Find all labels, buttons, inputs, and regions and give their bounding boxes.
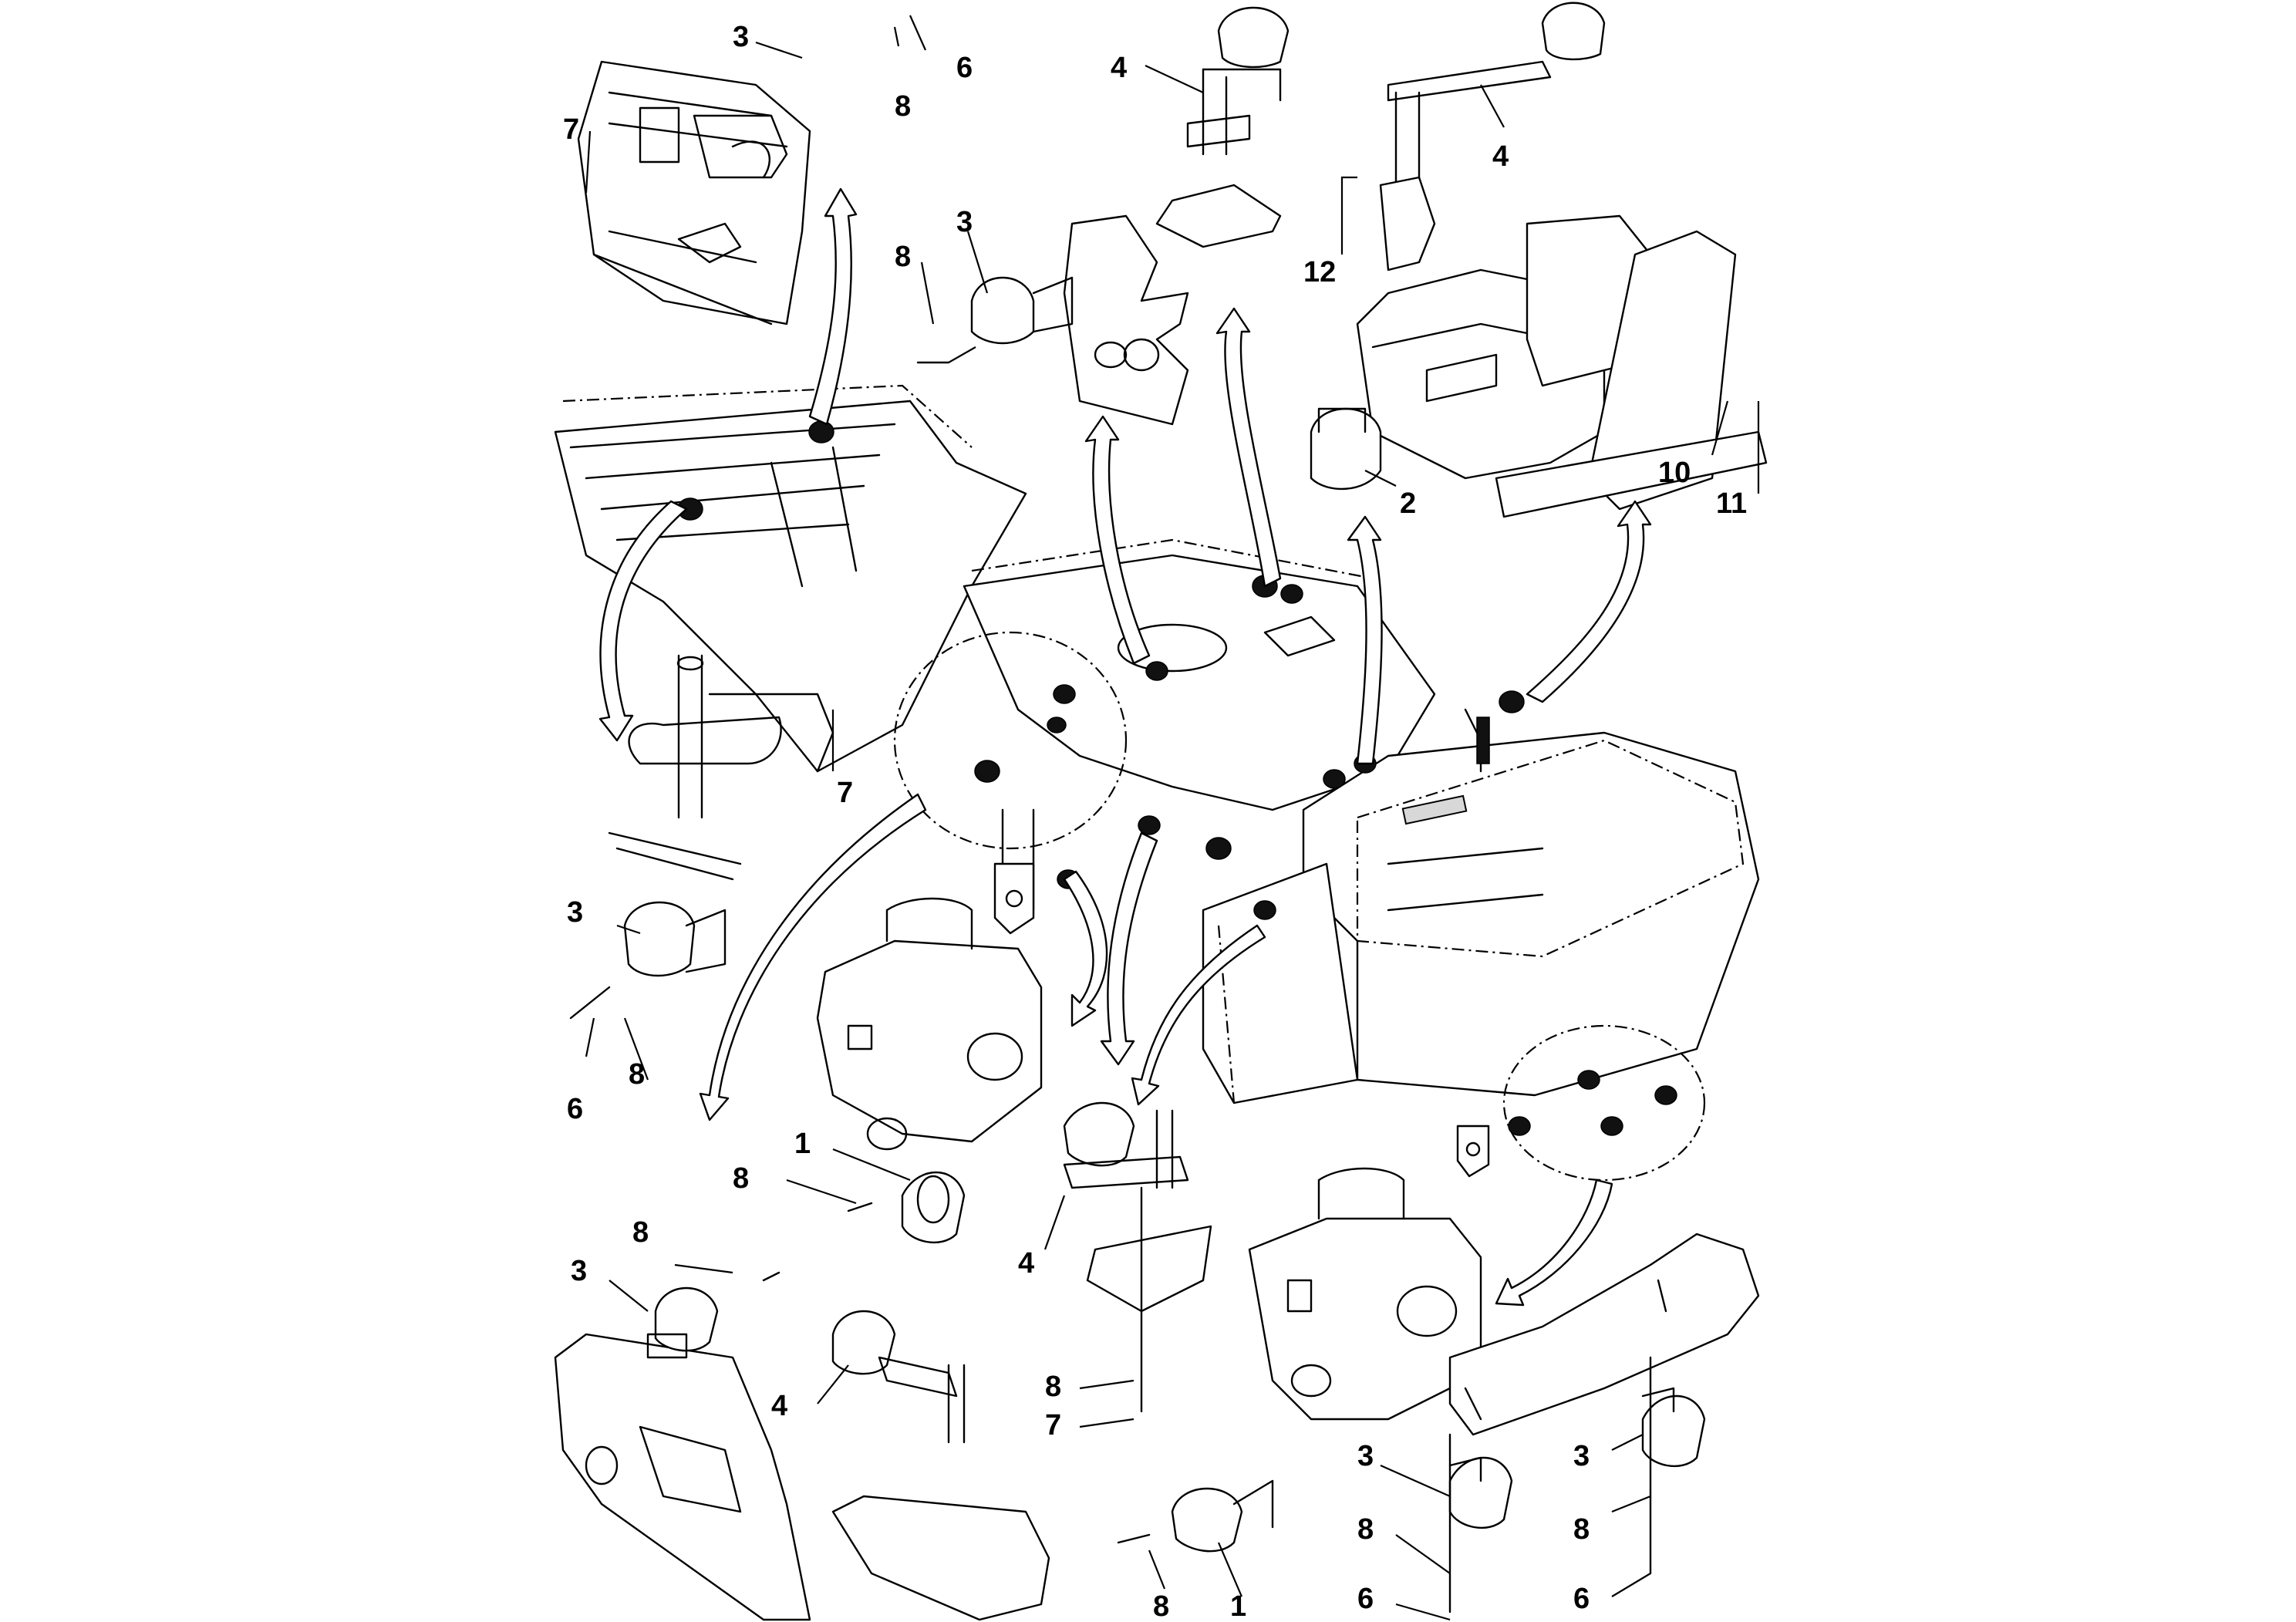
callout-8-bottom-center: 8 bbox=[1045, 1371, 1061, 1403]
callout-3-top-left: 3 bbox=[733, 21, 749, 53]
lamp-left-middle bbox=[569, 901, 727, 1020]
lamp-upper-center bbox=[916, 276, 1074, 364]
callout-6-bottom-right-b: 6 bbox=[1573, 1583, 1590, 1615]
fender-panel-upper bbox=[1063, 214, 1189, 426]
rear-canopy-detail bbox=[577, 60, 811, 325]
callout-4-top-center: 4 bbox=[1111, 52, 1127, 84]
callout-3-upper-center: 3 bbox=[956, 206, 973, 238]
left-post-detail bbox=[608, 654, 834, 881]
machine-frame bbox=[554, 384, 1760, 1182]
callout-7-bottom-center: 7 bbox=[1045, 1409, 1061, 1442]
front-mount-bracket bbox=[816, 897, 1043, 1151]
callout-6-top-left: 6 bbox=[956, 52, 973, 84]
callout-8-left-lower: 8 bbox=[733, 1162, 749, 1195]
fender-panel-lower-left bbox=[554, 1333, 811, 1621]
callout-8-lower-left: 8 bbox=[632, 1216, 649, 1249]
callout-3-left-middle: 3 bbox=[567, 896, 583, 929]
callout-8-left-middle: 8 bbox=[629, 1058, 645, 1091]
callout-7-top-left: 7 bbox=[563, 113, 579, 146]
callout-4-bottom-left: 4 bbox=[771, 1390, 787, 1422]
fender-panel-lower-right bbox=[1448, 1233, 1760, 1436]
callout-1-upper: 1 bbox=[794, 1128, 811, 1160]
callout-3-bottom-right-a: 3 bbox=[1357, 1440, 1374, 1472]
lamp-top-center bbox=[1155, 6, 1290, 248]
rear-mount-bracket bbox=[1248, 1167, 1482, 1421]
callout-3-lower-left: 3 bbox=[571, 1255, 587, 1287]
callout-3-bottom-right-b: 3 bbox=[1573, 1440, 1590, 1472]
operator-seat bbox=[1356, 214, 1768, 518]
callout-12: 12 bbox=[1303, 256, 1336, 288]
lamp-bottom-center-left bbox=[831, 1310, 1050, 1621]
lamp-part-1-upper bbox=[847, 1171, 966, 1244]
callout-8-top-left: 8 bbox=[895, 90, 911, 123]
callout-2: 2 bbox=[1400, 487, 1416, 520]
indicator-arrows bbox=[598, 187, 1652, 1307]
callout-1-lower: 1 bbox=[1230, 1590, 1246, 1622]
lamp-part-2 bbox=[1310, 407, 1382, 491]
callout-11: 11 bbox=[1716, 487, 1747, 520]
callout-7-left-middle: 7 bbox=[837, 777, 853, 809]
leader-lines bbox=[585, 15, 1760, 1621]
lamp-bottom-right-a bbox=[1448, 1433, 1513, 1614]
callout-8-upper-center: 8 bbox=[895, 241, 911, 273]
callout-6-bottom-right-a: 6 bbox=[1357, 1583, 1374, 1615]
callout-8-bottom-right-a: 8 bbox=[1357, 1513, 1374, 1546]
callout-4-center-bottom: 4 bbox=[1018, 1247, 1034, 1280]
lamp-center-bottom bbox=[1063, 1101, 1212, 1413]
callout-labels: 3 6 8 7 4 4 12 3 8 2 10 11 7 3 6 8 1 8 4… bbox=[563, 21, 1747, 1622]
lamp-bottom-right-b bbox=[1641, 1356, 1706, 1575]
lamp-part-1-lower bbox=[1117, 1479, 1274, 1553]
callout-8-bottom: 8 bbox=[1153, 1590, 1169, 1622]
callout-4-top-right: 4 bbox=[1492, 140, 1509, 173]
callout-8-bottom-right-b: 8 bbox=[1573, 1513, 1590, 1546]
lamp-top-right bbox=[1379, 2, 1606, 271]
callout-10: 10 bbox=[1658, 457, 1691, 489]
callout-6-left-middle: 6 bbox=[567, 1093, 583, 1125]
lamp-lower-left bbox=[646, 1271, 781, 1359]
